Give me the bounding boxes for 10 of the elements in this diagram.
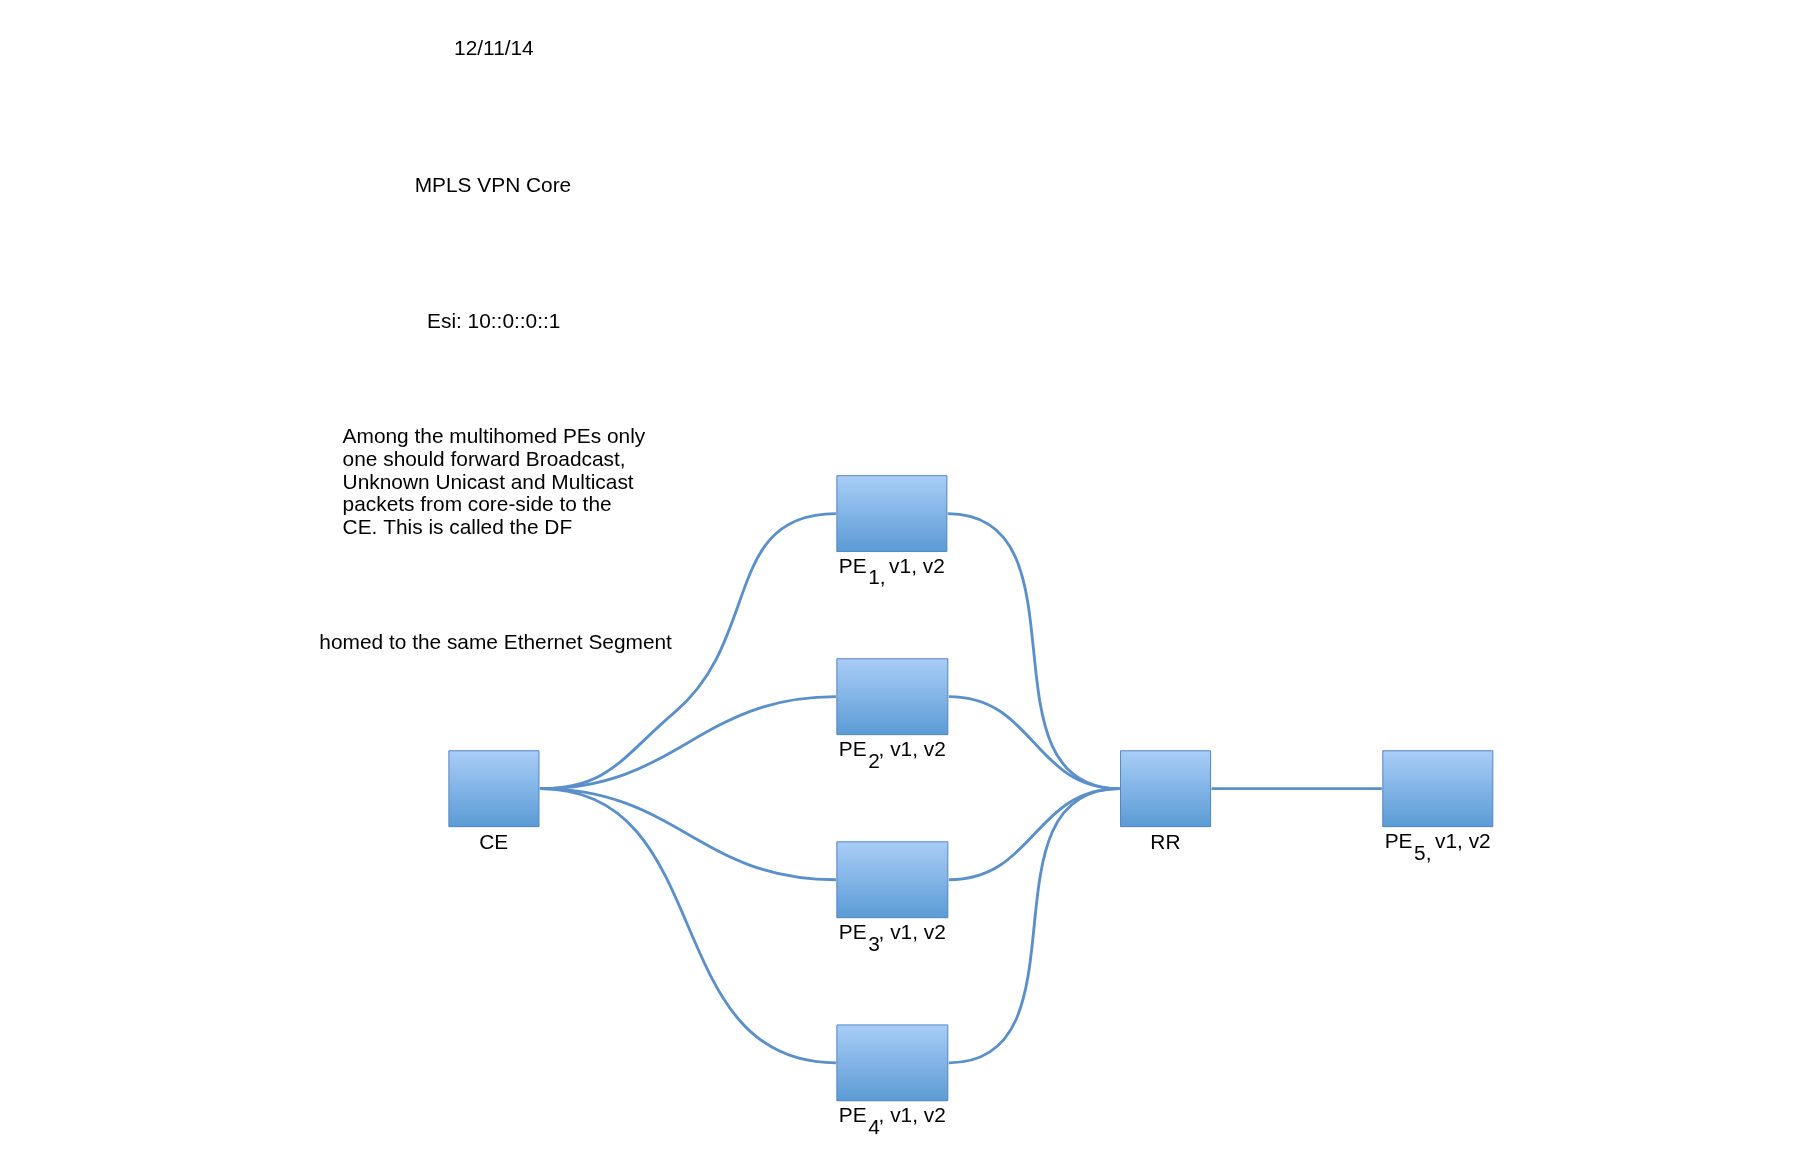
label: Among the multihomed PEs only one should forward Broadcast, Unknown Unicast and Multicast packets from core-side to the CE. This is called the DF <box>342 424 645 539</box>
node-label: CE <box>478 830 508 854</box>
label: 12/11/14 <box>453 36 534 60</box>
connector <box>539 787 836 1065</box>
connector <box>1211 787 1382 791</box>
label: Esi: 10::0::0::1 <box>426 309 560 333</box>
label: homed to the same Ethernet Segment <box>318 629 672 653</box>
node-label: RR <box>1149 830 1181 854</box>
connector <box>948 787 1120 1065</box>
label: MPLS VPN Core <box>414 172 571 196</box>
